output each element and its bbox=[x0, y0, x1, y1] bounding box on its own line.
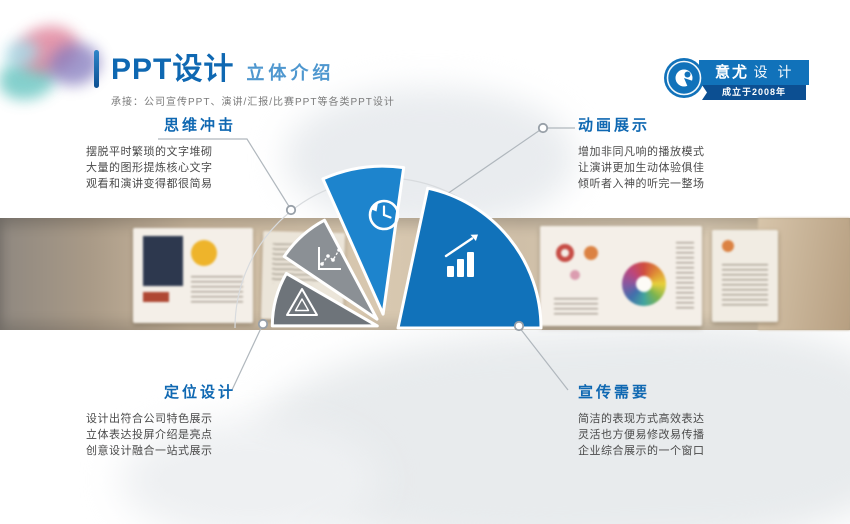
section-line: 灵活也方便易修改易传播 bbox=[578, 429, 705, 441]
thumb-shape bbox=[143, 236, 183, 286]
page-title: PPT设计 bbox=[111, 53, 235, 86]
section-top-left: 思维冲击 摆脱平时繁琐的文字堆砌 大量的图形提炼核心文字 观看和演讲变得都很简易 bbox=[86, 114, 236, 192]
color-wheel-shape bbox=[622, 262, 666, 306]
section-line: 摆脱平时繁琐的文字堆砌 bbox=[86, 146, 213, 158]
thumb-textlines bbox=[676, 242, 694, 312]
connector-dot bbox=[537, 122, 549, 134]
section-line: 设计出符合公司特色展示 bbox=[86, 413, 213, 425]
brand-name: 意尤 设 计 bbox=[699, 60, 809, 85]
section-line: 简洁的表现方式高效表达 bbox=[578, 413, 705, 425]
thumb-shape bbox=[636, 276, 652, 292]
section-title: 宣传需要 bbox=[578, 384, 651, 401]
tagline: 承接：公司宣传PPT、演讲/汇报/比赛PPT等各类PPT设计 bbox=[111, 97, 395, 108]
thumb-shape bbox=[584, 246, 598, 260]
section-title: 思维冲击 bbox=[163, 117, 236, 134]
title-accent-bar bbox=[94, 50, 99, 88]
thumb-shape bbox=[191, 240, 217, 266]
palette-icon bbox=[664, 58, 704, 98]
section-line: 倾听者入神的听完一整场 bbox=[578, 178, 705, 190]
thumb-textlines bbox=[271, 243, 333, 285]
section-bottom-right: 宣传需要 简洁的表现方式高效表达 灵活也方便易修改易传播 企业综合展示的一个窗口 bbox=[578, 381, 768, 459]
thumb-textlines bbox=[554, 298, 598, 318]
thumb-textlines bbox=[191, 276, 243, 306]
section-line: 大量的图形提炼核心文字 bbox=[86, 162, 213, 174]
section-line: 让演讲更加生动体验俱佳 bbox=[578, 162, 705, 174]
thumb-shape bbox=[556, 244, 574, 262]
slide-thumbnail bbox=[133, 228, 253, 323]
section-bottom-left: 定位设计 设计出符合公司特色展示 立体表达投屏介绍是亮点 创意设计融合一站式展示 bbox=[86, 381, 236, 459]
connector-bottom-left bbox=[231, 325, 263, 391]
brand-name-light: 设 计 bbox=[753, 64, 795, 80]
photo-strip bbox=[0, 218, 850, 330]
section-line: 创意设计融合一站式展示 bbox=[86, 445, 213, 457]
section-line: 增加非同凡响的播放模式 bbox=[578, 146, 705, 158]
header: PPT设计 立体介绍 承接：公司宣传PPT、演讲/汇报/比赛PPT等各类PPT设… bbox=[94, 44, 395, 108]
brand-badge: 意尤 设 计 成立于2008年 bbox=[662, 55, 812, 101]
thumb-shape bbox=[143, 292, 169, 302]
section-title: 动画展示 bbox=[578, 117, 651, 134]
brand-name-bold: 意尤 bbox=[715, 64, 750, 81]
connector-dot bbox=[285, 204, 297, 216]
page-subtitle: 立体介绍 bbox=[246, 63, 335, 83]
connector-bottom-right bbox=[518, 326, 569, 391]
section-top-right: 动画展示 增加非同凡响的播放模式 让演讲更加生动体验俱佳 倾听者入神的听完一整场 bbox=[578, 114, 768, 192]
connector-top-right bbox=[446, 127, 575, 195]
section-line: 观看和演讲变得都很简易 bbox=[86, 178, 213, 190]
brand-since-ribbon: 成立于2008年 bbox=[702, 85, 806, 100]
photo-strip-content bbox=[0, 218, 850, 330]
slide-thumbnail bbox=[260, 230, 346, 322]
slide-thumbnail bbox=[540, 226, 702, 326]
thumb-shape bbox=[570, 270, 580, 280]
section-line: 企业综合展示的一个窗口 bbox=[578, 445, 705, 457]
thumb-textlines bbox=[722, 264, 768, 306]
thumb-shape bbox=[722, 240, 734, 252]
slide-thumbnail bbox=[712, 230, 778, 322]
gray-blob-center bbox=[285, 88, 575, 228]
section-line: 立体表达投屏介绍是亮点 bbox=[86, 429, 213, 441]
section-title: 定位设计 bbox=[163, 384, 236, 401]
